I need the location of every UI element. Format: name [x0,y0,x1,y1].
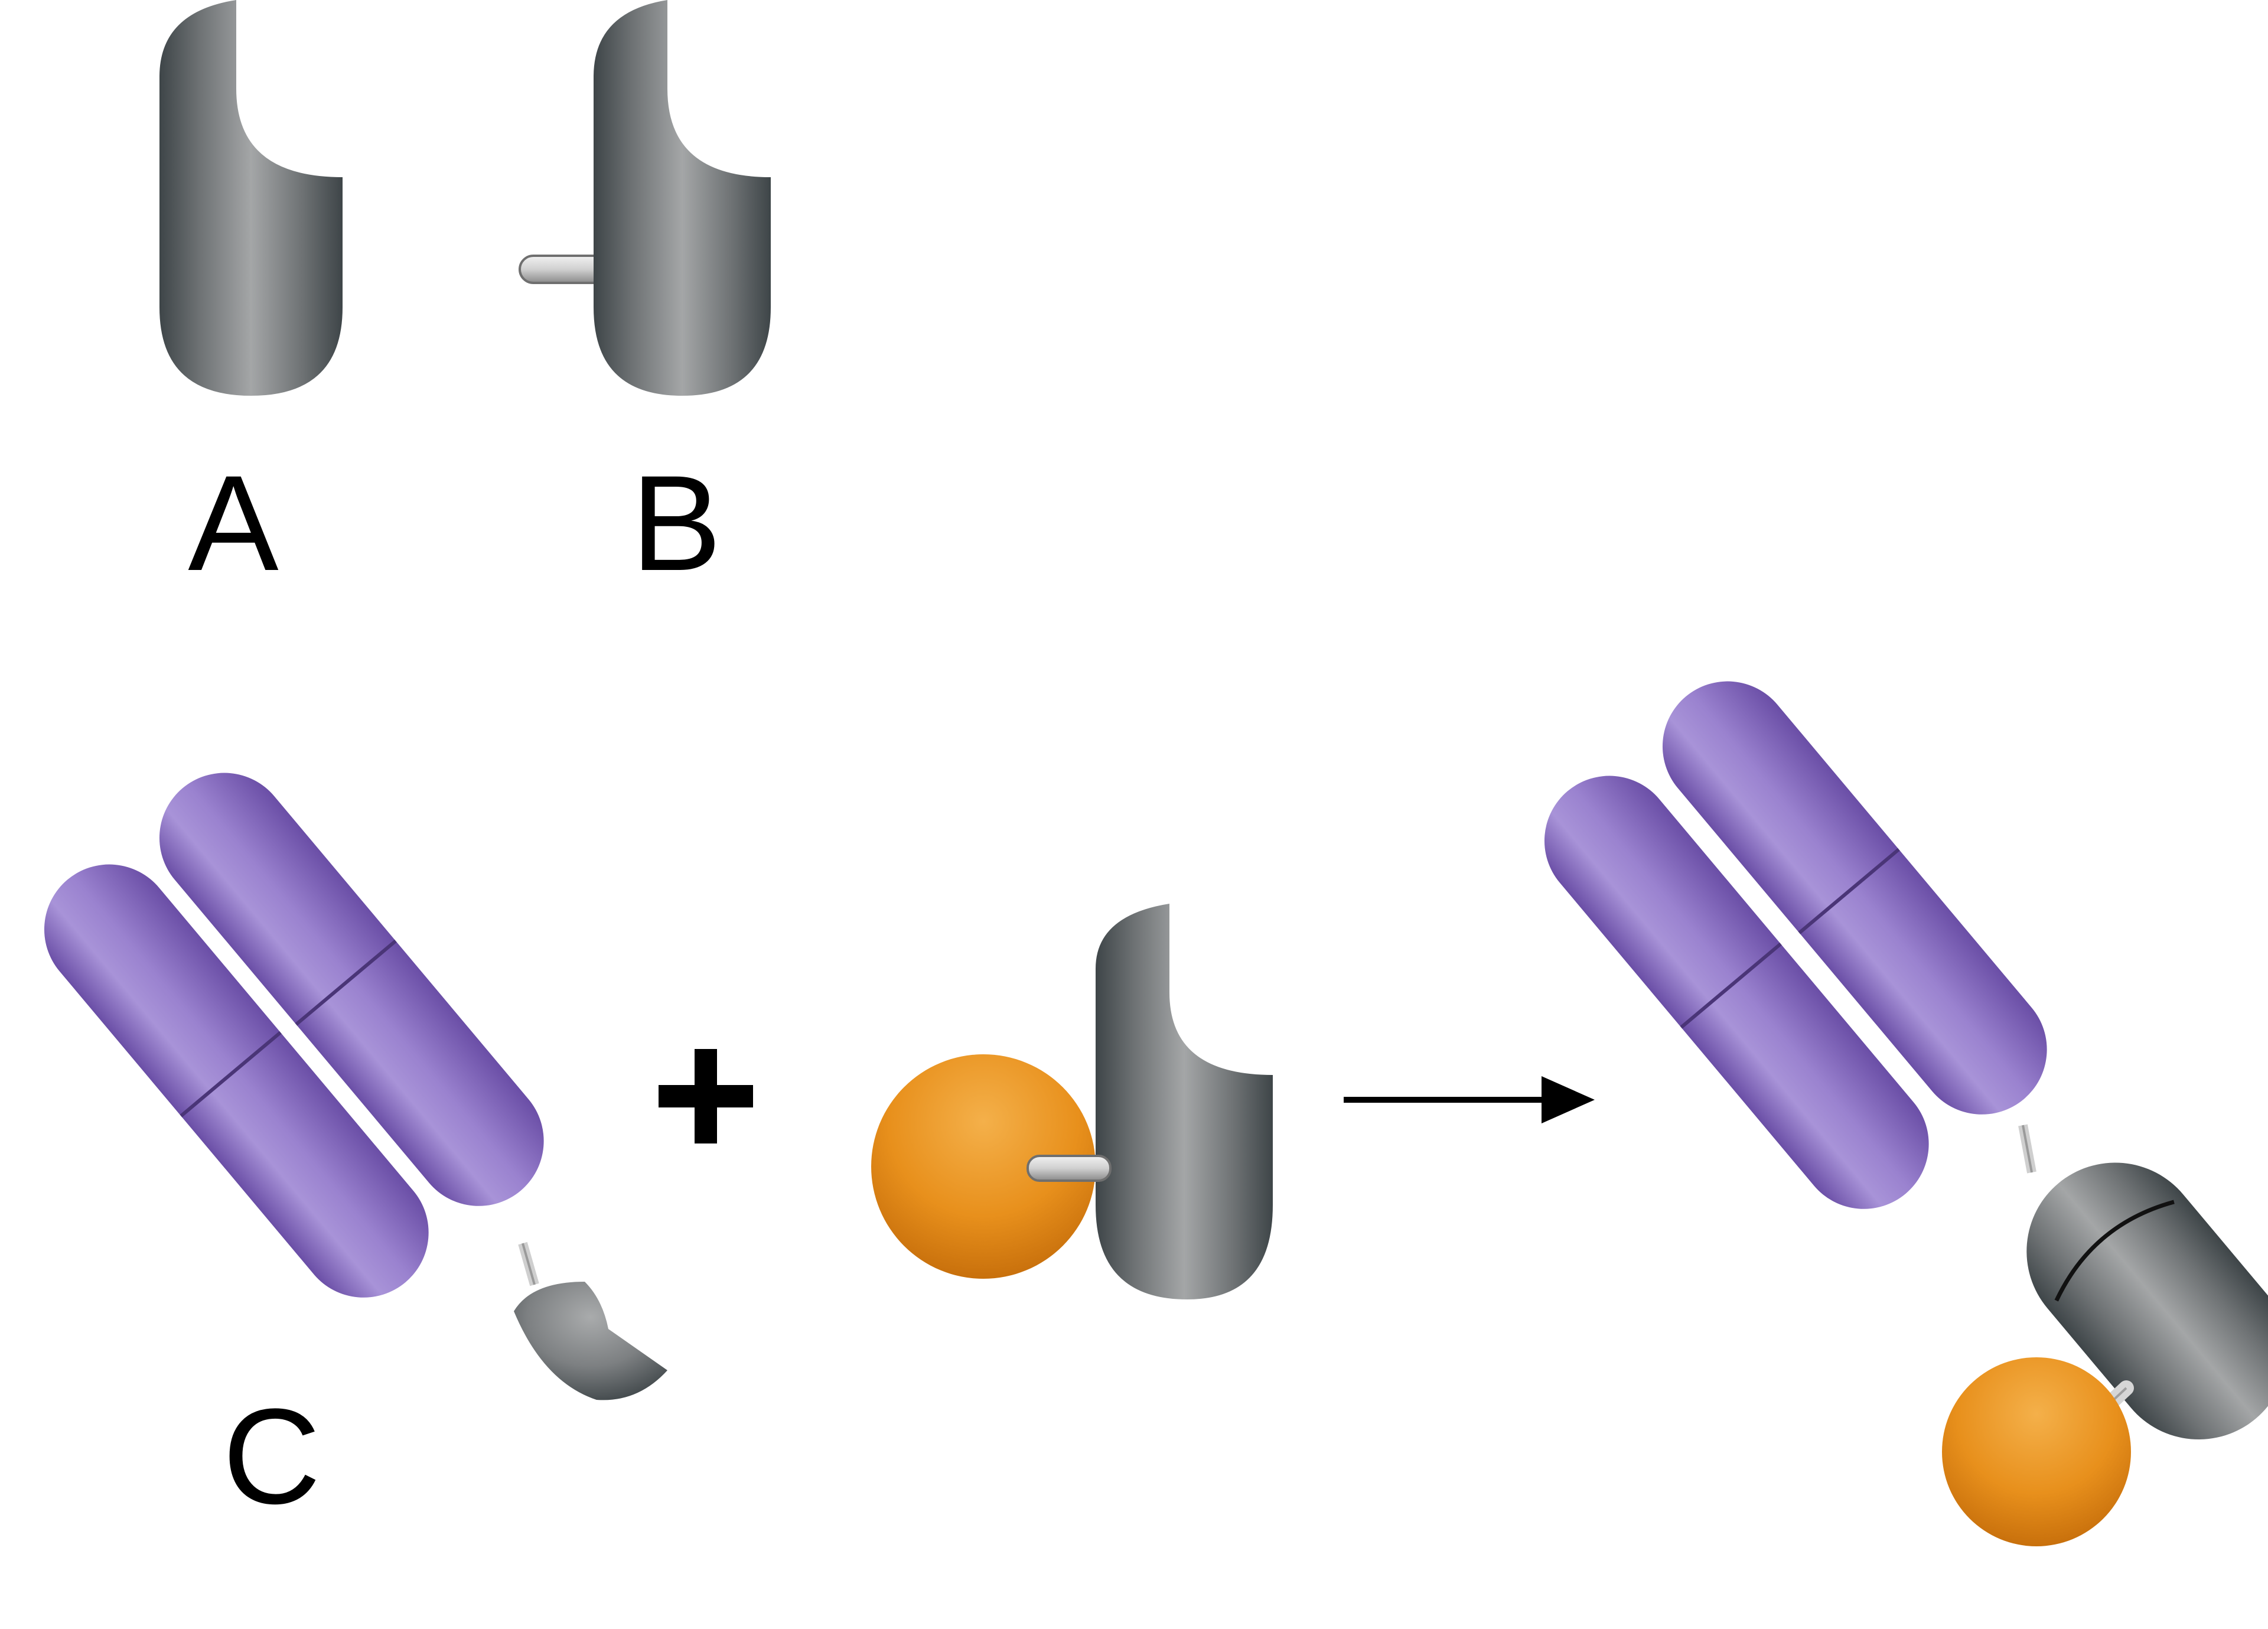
plus-sign [659,1049,753,1143]
reagent [871,904,1273,1299]
shape-b [520,0,771,396]
molecule-c-hook [514,1282,667,1400]
label-b: B [631,447,721,599]
label-a: A [188,447,278,599]
reagent-stem [1028,1156,1110,1181]
shape-a-body [159,0,343,396]
reagent-body [1096,904,1273,1299]
reaction-arrow [1344,1076,1595,1123]
product-sphere [1942,1357,2131,1546]
molecule-c [18,747,667,1400]
shape-b-body [594,0,771,396]
product [1518,655,2268,1546]
shape-a [159,0,343,396]
label-c: C [223,1380,321,1532]
